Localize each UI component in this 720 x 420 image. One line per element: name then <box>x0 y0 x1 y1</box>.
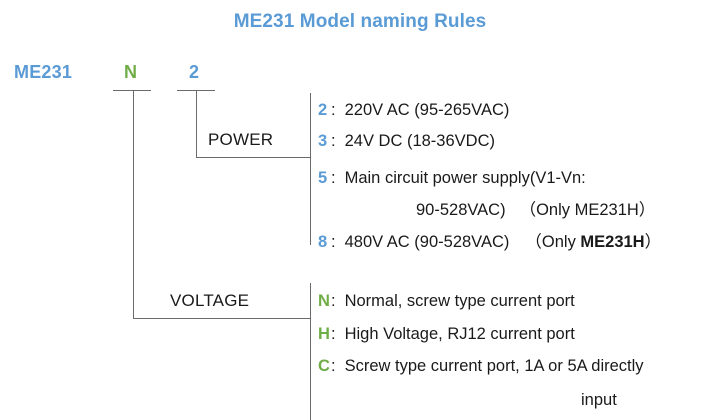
entry-key: 2 <box>318 101 328 119</box>
leader-run-voltage <box>133 318 311 319</box>
continuation-text: 90-528VAC) <box>416 201 506 219</box>
entry-colon: : <box>331 233 336 251</box>
continuation-note-model: ME231H <box>574 201 639 219</box>
entry-colon: : <box>331 292 336 310</box>
entry-key: 3 <box>318 132 328 150</box>
entry-note-model: ME231H <box>580 233 645 251</box>
voltage-entry-c-continuation: input <box>581 392 617 409</box>
entry-description: Normal, screw type current port <box>344 292 575 310</box>
page-title: ME231 Model naming Rules <box>233 11 487 32</box>
entry-description: Main circuit power supply(V1-Vn: <box>344 169 586 187</box>
code-segment-model: ME231 <box>14 62 73 82</box>
entry-key: 8 <box>318 233 328 251</box>
entry-colon: : <box>331 132 336 150</box>
leader-run-power <box>196 157 311 158</box>
entry-description: High Voltage, RJ12 current port <box>344 325 575 343</box>
group-bar-voltage <box>310 283 311 420</box>
continuation-note-suffix: ） <box>638 201 656 219</box>
entry-colon: : <box>331 169 336 187</box>
entry-description: 220V AC (95-265VAC) <box>344 101 510 119</box>
entry-description: 24V DC (18-36VDC) <box>344 132 495 150</box>
power-entry-8: 8:480V AC (90-528VAC) （Only ME231H） <box>318 234 661 251</box>
power-entry-2: 2:220V AC (95-265VAC) <box>318 102 509 119</box>
entry-colon: : <box>331 101 336 119</box>
entry-colon: : <box>331 325 336 343</box>
voltage-entry-h: H: High Voltage, RJ12 current port <box>318 326 575 343</box>
entry-note-prefix: （Only <box>525 233 581 251</box>
leader-tick-voltage <box>113 90 151 91</box>
entry-key: C <box>318 357 330 375</box>
entry-description: 480V AC (90-528VAC) <box>344 233 510 251</box>
voltage-entry-n: N: Normal, screw type current port <box>318 293 575 310</box>
continuation-note-prefix: （Only <box>519 201 575 219</box>
leader-drop-power <box>196 90 197 158</box>
power-entry-3: 3:24V DC (18-36VDC) <box>318 133 495 150</box>
entry-colon: : <box>331 357 336 375</box>
group-bar-power <box>310 93 311 245</box>
entry-key: 5 <box>318 169 328 187</box>
entry-description: Screw type current port, 1A or 5A direct… <box>344 357 644 375</box>
code-segment-power-digit: 2 <box>189 62 200 82</box>
code-segment-voltage-letter: N <box>124 62 137 82</box>
group-label-voltage: VOLTAGE <box>170 291 250 310</box>
continuation-text: input <box>581 391 617 409</box>
power-entry-5-continuation: 90-528VAC) （Only ME231H） <box>416 202 655 219</box>
leader-drop-voltage <box>133 90 134 319</box>
group-label-power: POWER <box>208 130 274 149</box>
entry-note-suffix: ） <box>644 233 662 251</box>
entry-key: H <box>318 325 330 343</box>
entry-key: N <box>318 292 330 310</box>
power-entry-5: 5: Main circuit power supply(V1-Vn: <box>318 170 586 187</box>
voltage-entry-c: C: Screw type current port, 1A or 5A dire… <box>318 358 644 375</box>
